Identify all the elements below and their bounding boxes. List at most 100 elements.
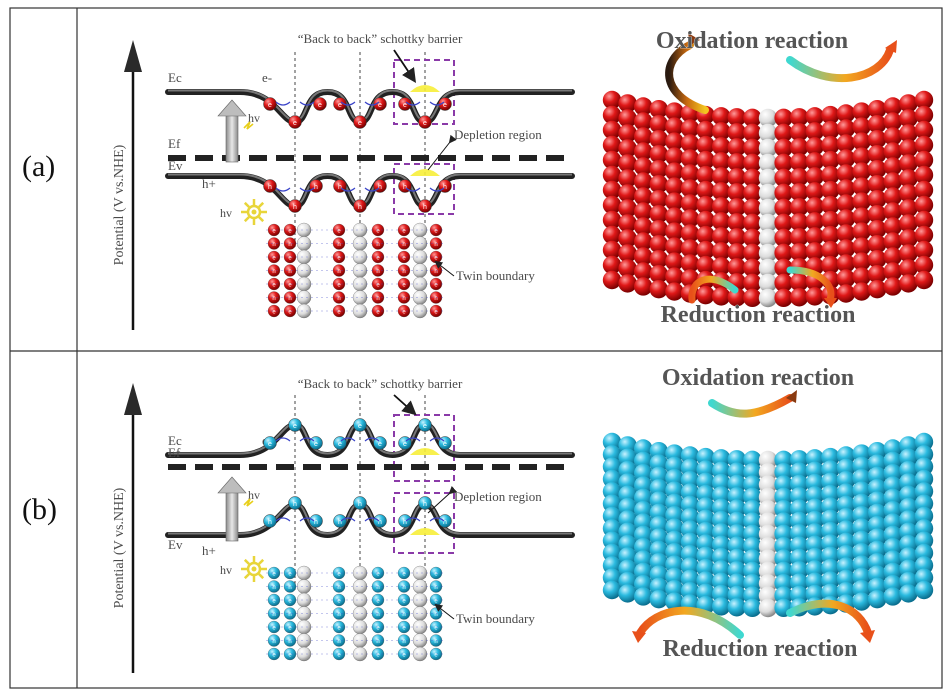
nanorod-atom [634, 157, 653, 176]
nanorod-atom [821, 240, 840, 260]
nanorod-atom [602, 150, 622, 170]
crystal-atom: h [267, 291, 281, 304]
electron-ball: e [398, 97, 412, 111]
hole-ball: h [333, 514, 347, 528]
svg-text:e: e [272, 653, 276, 659]
svg-text:e: e [378, 102, 382, 109]
nanorod-atom [852, 222, 871, 241]
svg-text:h: h [268, 519, 272, 526]
crystal-atom: e [283, 620, 297, 634]
svg-text:e: e [288, 626, 292, 632]
svg-text:e: e [434, 653, 438, 659]
crystal-atom: e [397, 620, 411, 634]
svg-text:h: h [272, 242, 275, 248]
crystal-atom: h [397, 634, 411, 647]
crystal-atom [412, 579, 428, 594]
svg-text:h: h [402, 269, 405, 275]
nanorod-atom [696, 255, 715, 275]
crystal-atom: h [397, 607, 411, 620]
nanorod-atom [712, 122, 731, 141]
crystal-atom: h [397, 291, 411, 304]
electron-ball: e [333, 97, 347, 111]
crystal-atom: e [267, 620, 281, 634]
svg-text:h: h [403, 184, 407, 191]
nanorod-atom [634, 142, 653, 161]
electron-ball: e [353, 418, 367, 432]
crystal-atom: e [397, 647, 411, 661]
oxidation-arrows [665, 33, 897, 308]
nanorod-atom [665, 102, 684, 121]
nanorod-atom [712, 137, 731, 156]
svg-text:e: e [402, 256, 406, 262]
svg-text:e: e [288, 653, 292, 659]
arrowhead [632, 631, 646, 643]
crystal-atom: h [332, 607, 346, 620]
hole-ball: h [353, 199, 367, 213]
nanorod-atom [836, 269, 856, 288]
nanorod-atom [712, 287, 731, 306]
nanorod-atom [883, 157, 902, 176]
nanorod-atom [790, 198, 809, 217]
ec-label: Ec [168, 70, 182, 85]
nanorod-atom [852, 207, 871, 226]
svg-text:e: e [272, 283, 276, 289]
svg-text:e: e [288, 310, 292, 316]
reduction-arrow-left [688, 275, 739, 304]
svg-text:e: e [434, 283, 438, 289]
crystal-atom: h [332, 237, 346, 250]
nanorod-atom [836, 179, 856, 198]
bond-line [299, 517, 315, 522]
panel-b: (b)Potential (V vs.NHE)EcEfEve-h+hvhveee… [22, 365, 934, 673]
nanorod-atom [914, 120, 934, 140]
nanorod-atom [649, 589, 668, 609]
nanorod-atom [774, 288, 793, 308]
svg-text:e: e [434, 229, 438, 235]
nanorod-atom [868, 219, 887, 239]
nanorod-atom [649, 174, 668, 194]
bond-line [429, 187, 445, 192]
bond-line [275, 187, 291, 192]
nanorod-atom [899, 169, 918, 188]
crystal-atom [352, 565, 368, 581]
svg-text:e: e [288, 283, 292, 289]
hole-label: h+ [202, 543, 216, 558]
nanorod-atom [805, 122, 824, 141]
svg-text:h: h [358, 501, 362, 508]
svg-text:h: h [434, 242, 437, 248]
nanorod-atom [758, 258, 778, 278]
electron-ball: e [288, 418, 302, 432]
nanorod-atom [743, 598, 762, 618]
hole-ball: h [418, 496, 432, 510]
nanorod-atom [914, 165, 934, 185]
nanorod-atom [649, 204, 668, 224]
nanorod-atom [899, 244, 918, 263]
nanorod-atom [680, 194, 700, 213]
nanorod-atom [914, 255, 934, 275]
crystal-atom: h [332, 634, 346, 647]
crystal-atom: e [332, 223, 346, 237]
nanorod [602, 432, 934, 618]
svg-text:h: h [376, 639, 379, 645]
nanorod-atom [602, 195, 622, 215]
nanorod-atom [712, 182, 731, 201]
nanorod-atom [852, 592, 871, 611]
nanorod-atom [680, 134, 700, 153]
nanorod-atom [758, 123, 778, 143]
crystal-atom [412, 565, 428, 581]
crystal-atom: e [397, 223, 411, 237]
bond-line [340, 437, 356, 442]
svg-text:h: h [272, 269, 275, 275]
nanorod-atom [727, 108, 746, 127]
depletion-zone [410, 448, 440, 455]
svg-text:h: h [272, 585, 275, 591]
nanorod-atom [758, 153, 778, 173]
nanorod-atom [852, 132, 871, 151]
nanorod-atom [634, 172, 653, 191]
crystal-atom [296, 633, 312, 648]
crystal-atom: e [397, 566, 411, 580]
nanorod-atom [852, 102, 871, 121]
hole-ball: h [309, 179, 323, 193]
crystal-atom: e [332, 647, 346, 661]
nanorod-atom [883, 112, 902, 131]
nanorod-atom [712, 242, 731, 261]
